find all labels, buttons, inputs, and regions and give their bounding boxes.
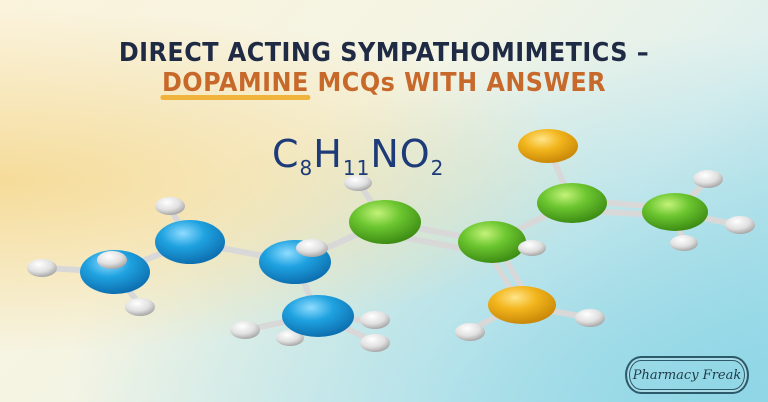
brand-logo: Pharmacy Freak bbox=[625, 356, 749, 394]
formula-h-sub: 11 bbox=[342, 156, 371, 180]
front-hydrogens bbox=[97, 239, 546, 269]
hydrogen-atoms bbox=[27, 170, 755, 352]
title-highlight: DOPAMINE bbox=[161, 68, 309, 98]
title-line2: DOPAMINE MCQs WITH ANSWER bbox=[31, 68, 738, 98]
formula-o: O bbox=[399, 132, 431, 176]
formula-c-sub: 8 bbox=[299, 156, 314, 180]
formula-o-sub: 2 bbox=[430, 156, 445, 180]
logo-text: Pharmacy Freak bbox=[632, 367, 742, 383]
formula-c: C bbox=[272, 132, 300, 176]
formula-h: H bbox=[313, 132, 343, 176]
page-title: DIRECT ACTING SYMPATHOMIMETICS – DOPAMIN… bbox=[31, 38, 738, 98]
heavy-atoms bbox=[80, 129, 708, 337]
title-line2-rest: MCQs WITH ANSWER bbox=[308, 68, 607, 98]
title-line1: DIRECT ACTING SYMPATHOMIMETICS – bbox=[118, 38, 650, 68]
formula-n: N bbox=[370, 132, 400, 176]
chemical-formula: C8H11NO2 bbox=[272, 132, 444, 180]
